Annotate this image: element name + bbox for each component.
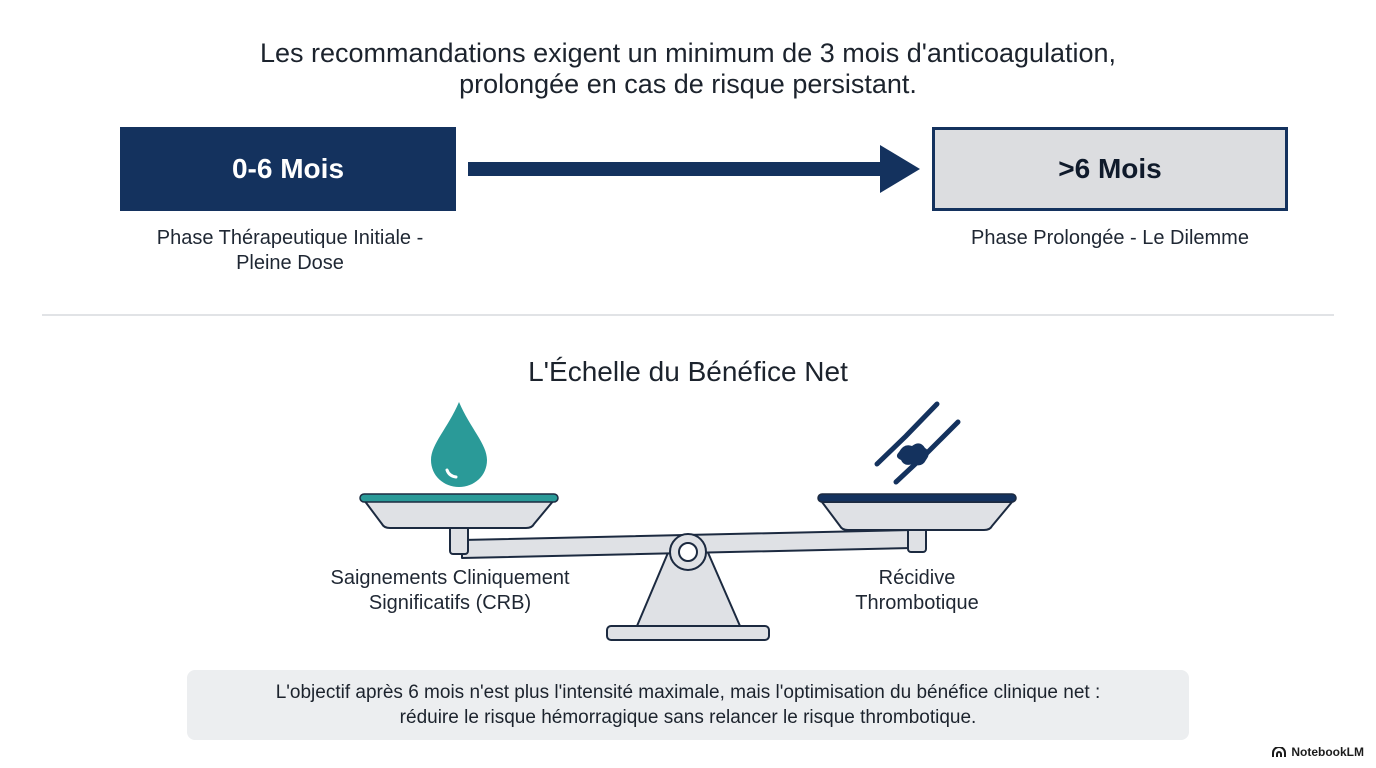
bleeding-label: Saignements Cliniquement Significatifs (… (290, 566, 610, 616)
blood-clot-vessel-icon (874, 401, 961, 485)
notebooklm-logo-icon (1272, 746, 1287, 757)
phase-extended-label-text: Phase Prolongée - Le Dilemme (971, 227, 1249, 249)
timeline-arrow-icon (468, 145, 920, 193)
headline-line-1: Les recommandations exigent un minimum d… (259, 38, 1117, 68)
summary-box: L'objectif après 6 mois n'est plus l'int… (187, 670, 1189, 740)
phase-initial-label: Phase Thérapeutique Initiale - Pleine Do… (120, 226, 460, 276)
phase-extended-title: >6 Mois (1058, 153, 1162, 184)
thrombosis-label-line-2: Thrombotique (855, 592, 979, 614)
bleeding-label-line-1: Saignements Cliniquement (330, 567, 570, 589)
balance-scale-icon (359, 401, 1017, 641)
phase-extended-box: >6 Mois (932, 127, 1288, 211)
thrombosis-label: Récidive Thrombotique (800, 566, 1034, 616)
summary-line-2: réduire le risque hémorragique sans rela… (399, 707, 977, 728)
notebooklm-brand: NotebookLM (1272, 745, 1364, 759)
section-divider (42, 314, 1334, 316)
blood-drop-icon (431, 402, 487, 487)
brand-name: NotebookLM (1291, 745, 1364, 759)
headline-line-2: prolongée en cas de risque persistant. (459, 69, 917, 99)
phase-extended-label: Phase Prolongée - Le Dilemme (932, 226, 1288, 251)
phase-initial-box: 0-6 Mois (120, 127, 456, 211)
thrombosis-label-line-1: Récidive (878, 567, 956, 589)
bleeding-label-line-2: Significatifs (CRB) (368, 592, 532, 614)
phase-initial-label-line-2: Pleine Dose (236, 252, 344, 274)
scale-title: L'Échelle du Bénéfice Net (528, 356, 848, 387)
headline: Les recommandations exigent un minimum d… (0, 38, 1376, 100)
phase-initial-title: 0-6 Mois (231, 153, 345, 184)
summary-line-1: L'objectif après 6 mois n'est plus l'int… (275, 682, 1101, 703)
phase-initial-label-line-1: Phase Thérapeutique Initiale - (156, 227, 424, 249)
